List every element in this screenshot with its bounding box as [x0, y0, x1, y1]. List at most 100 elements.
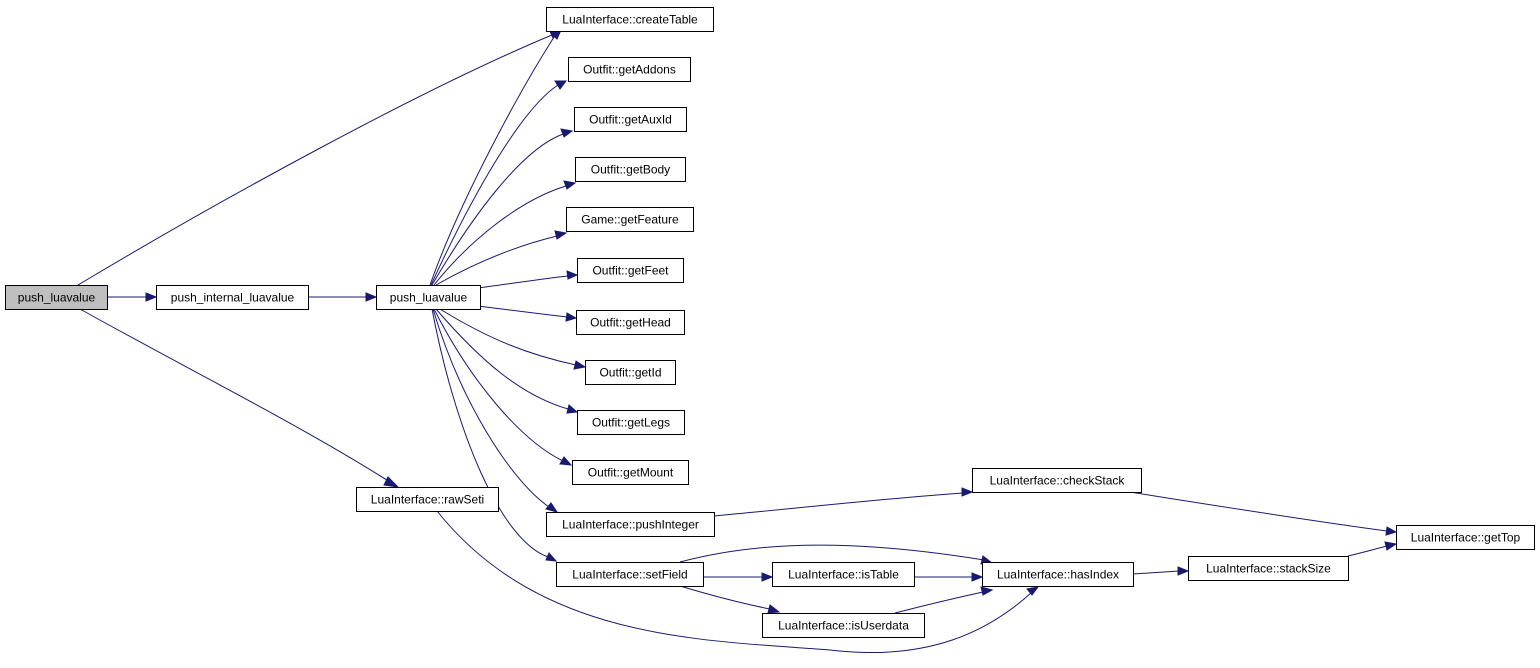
- edge-it-to-hi: [914, 572, 984, 582]
- arrowhead-icon: [1026, 586, 1040, 596]
- edge-line: [430, 84, 559, 286]
- node-label: Outfit::getBody: [591, 163, 670, 177]
- node-ss[interactable]: LuaInterface::stackSize: [1188, 556, 1349, 581]
- node-label: push_internal_luavalue: [171, 291, 295, 305]
- edge-line: [433, 185, 567, 286]
- node-label: LuaInterface::pushInteger: [562, 518, 699, 532]
- edge-pi-to-cs: [713, 487, 974, 517]
- edge-cs-to-gt: [1129, 491, 1398, 536]
- edge-line: [679, 585, 771, 610]
- node-ga[interactable]: Outfit::getAddons: [568, 57, 691, 82]
- node-label: Outfit::getLegs: [592, 416, 670, 430]
- edge-sf-to-it: [703, 572, 774, 582]
- node-box: [577, 258, 684, 283]
- node-gf[interactable]: Game::getFeature: [566, 207, 694, 232]
- arrowhead-icon: [145, 292, 158, 302]
- arrowhead-icon: [545, 552, 558, 562]
- arrowhead-icon: [554, 80, 567, 90]
- edge-hi-to-ss: [1132, 566, 1190, 576]
- edge-line: [436, 510, 1032, 654]
- edge-plv-to-ga: [430, 80, 567, 286]
- node-iu[interactable]: LuaInterface::isUserdata: [762, 613, 925, 638]
- node-gm[interactable]: Outfit::getMount: [572, 460, 689, 485]
- node-sf[interactable]: LuaInterface::setField: [556, 562, 704, 587]
- arrowhead-icon: [961, 487, 974, 497]
- node-box: [546, 512, 715, 537]
- node-rs[interactable]: LuaInterface::rawSeti: [356, 487, 499, 512]
- arrowhead-icon: [383, 476, 400, 488]
- edge-plv-to-gid: [439, 308, 587, 370]
- arrowhead-icon: [980, 586, 994, 596]
- node-pil[interactable]: push_internal_luavalue: [156, 285, 309, 310]
- node-gid[interactable]: Outfit::getId: [585, 360, 676, 385]
- node-label: push_luavalue: [390, 291, 468, 305]
- node-label: Outfit::getMount: [588, 466, 674, 480]
- node-it[interactable]: LuaInterface::isTable: [772, 562, 915, 587]
- edge-line: [1347, 545, 1388, 557]
- node-label: LuaInterface::isUserdata: [778, 619, 909, 633]
- node-box: [574, 107, 687, 132]
- arrowhead-icon: [563, 180, 577, 190]
- node-root[interactable]: push_luavalue: [5, 285, 108, 310]
- edge-root-to-pil: [107, 292, 158, 302]
- arrowhead-icon: [565, 312, 578, 322]
- node-plv[interactable]: push_luavalue: [376, 285, 481, 310]
- node-label: Outfit::getAddons: [583, 63, 676, 77]
- node-ct[interactable]: LuaInterface::createTable: [546, 7, 714, 32]
- node-gb[interactable]: Outfit::getBody: [575, 157, 686, 182]
- edge-rs-to-hi: [436, 510, 1040, 654]
- node-hi[interactable]: LuaInterface::hasIndex: [982, 562, 1134, 587]
- node-box: [566, 207, 694, 232]
- node-label: LuaInterface::getTop: [1411, 531, 1521, 545]
- node-box: [5, 285, 108, 310]
- node-box: [376, 285, 481, 310]
- nodes-layer: push_luavalue push_internal_luavalue push_…: [5, 7, 1535, 638]
- arrowhead-icon: [1385, 526, 1398, 536]
- arrowhead-icon: [761, 572, 774, 582]
- arrowhead-icon: [573, 360, 587, 370]
- edge-sf-to-hi: [679, 544, 994, 565]
- arrowhead-icon: [365, 292, 378, 302]
- edge-plv-to-gm: [433, 308, 573, 466]
- node-gai[interactable]: Outfit::getAuxId: [574, 107, 687, 132]
- node-box: [585, 360, 676, 385]
- node-box: [762, 613, 925, 638]
- edge-line: [433, 308, 564, 462]
- arrowhead-icon: [767, 604, 781, 614]
- node-gft[interactable]: Outfit::getFeet: [577, 258, 684, 283]
- edge-line: [439, 308, 577, 366]
- node-label: Outfit::getAuxId: [589, 113, 672, 127]
- arrowhead-icon: [554, 230, 568, 240]
- edge-line: [435, 235, 558, 286]
- arrowhead-icon: [1384, 541, 1398, 551]
- arrowhead-icon: [566, 270, 579, 280]
- node-label: Outfit::getFeet: [592, 264, 669, 278]
- node-label: LuaInterface::rawSeti: [371, 493, 484, 507]
- edge-line: [713, 492, 964, 517]
- edge-line: [894, 591, 984, 614]
- node-box: [556, 562, 704, 587]
- node-box: [575, 157, 686, 182]
- node-label: LuaInterface::isTable: [788, 568, 899, 582]
- edge-ss-to-gt: [1347, 541, 1398, 557]
- arrowhead-icon: [545, 502, 559, 513]
- edge-plv-to-gh: [469, 304, 578, 322]
- node-gh[interactable]: Outfit::getHead: [576, 310, 685, 335]
- edge-plv-to-pi: [432, 308, 559, 513]
- node-gt[interactable]: LuaInterface::getTop: [1396, 525, 1535, 550]
- node-label: push_luavalue: [18, 291, 96, 305]
- node-pi[interactable]: LuaInterface::pushInteger: [546, 512, 715, 537]
- edge-plv-to-gb: [433, 180, 577, 286]
- node-label: Outfit::getHead: [590, 316, 671, 330]
- node-label: LuaInterface::setField: [572, 568, 687, 582]
- node-label: LuaInterface::hasIndex: [997, 568, 1119, 582]
- edge-iu-to-hi: [894, 586, 994, 614]
- arrowhead-icon: [560, 128, 574, 138]
- node-box: [568, 57, 691, 82]
- edge-plv-to-gf: [435, 230, 568, 286]
- node-gl[interactable]: Outfit::getLegs: [577, 410, 685, 435]
- node-cs[interactable]: LuaInterface::checkStack: [972, 468, 1142, 493]
- node-label: LuaInterface::stackSize: [1206, 562, 1331, 576]
- node-box: [577, 410, 685, 435]
